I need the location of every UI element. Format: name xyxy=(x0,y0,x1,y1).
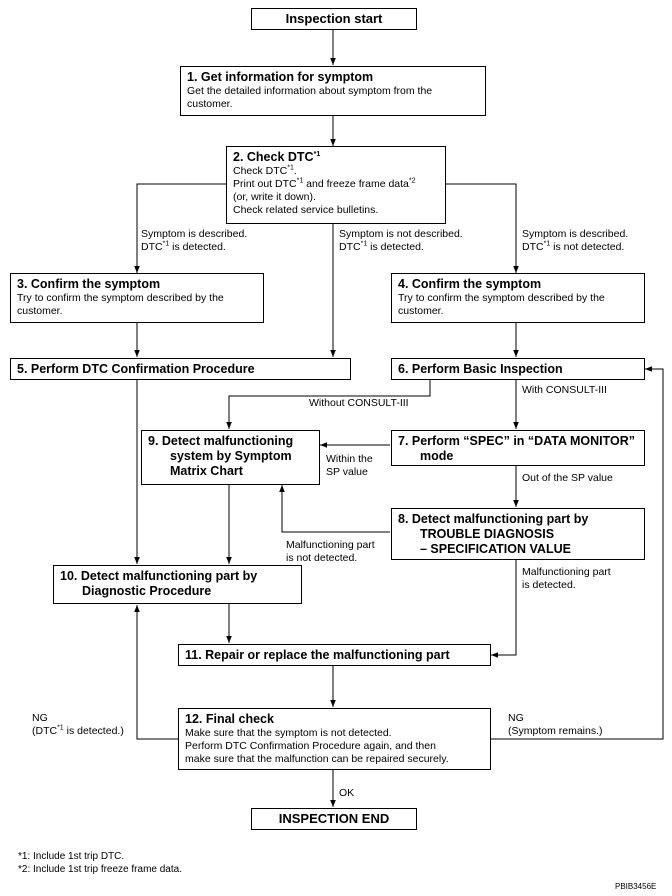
step-2-line-3: (or, write it down). xyxy=(233,191,316,203)
label-with-consult: With CONSULT-III xyxy=(522,384,607,396)
arrow-6-to-9 xyxy=(226,380,431,429)
label-within-sp-value: Within the SP value xyxy=(326,453,373,478)
step-2-box: 2. Check DTC*1 Check DTC*1. Print out DT… xyxy=(226,146,446,224)
step-2-line-1: Check DTC*1. xyxy=(233,164,297,178)
step-10-box: 10. Detect malfunctioning part by Diagno… xyxy=(53,565,302,604)
step-2-line-2: Print out DTC*1 and freeze frame data*2 xyxy=(233,177,416,191)
step-6-title: 6. Perform Basic Inspection xyxy=(398,362,563,376)
arrow-8-to-9 xyxy=(279,485,390,533)
arrow-12-ng-to-10 xyxy=(134,605,178,740)
step-3-box: 3. Confirm the symptom Try to confirm th… xyxy=(10,273,264,323)
arrow-2-to-4 xyxy=(446,183,519,273)
step-7-box: 7. Perform “SPEC” in “DATA MONITOR” mode xyxy=(391,430,645,466)
step-6-box: 6. Perform Basic Inspection xyxy=(391,358,645,380)
step-9-line-3: Matrix Chart xyxy=(170,464,243,478)
step-8-box: 8. Detect malfunctioning part by TROUBLE… xyxy=(391,508,645,560)
footnote-2: *2: Include 1st trip freeze frame data. xyxy=(18,864,182,875)
step-5-title: 5. Perform DTC Confirmation Procedure xyxy=(17,362,255,376)
step-9-line-2: system by Symptom xyxy=(170,449,292,463)
label-part-not-detected: Malfunctioning part is not detected. xyxy=(286,539,375,564)
step-10-line-1: 10. Detect malfunctioning part by xyxy=(60,569,258,583)
step-1-title: 1. Get information for symptom xyxy=(187,70,374,84)
label-without-consult: Without CONSULT-III xyxy=(309,397,409,409)
label-part-detected: Malfunctioning part is detected. xyxy=(522,566,611,591)
figure-code: PBIB3456E xyxy=(615,882,657,891)
step-3-title: 3. Confirm the symptom xyxy=(17,277,161,291)
footnote-1: *1: Include 1st trip DTC. xyxy=(18,851,125,862)
step-2-line-4: Check related service bulletins. xyxy=(233,204,379,216)
step-7-line-1: 7. Perform “SPEC” in “DATA MONITOR” xyxy=(398,434,636,448)
step-9-box: 9. Detect malfunctioning system by Sympt… xyxy=(141,430,320,485)
label-symptom-described-dtc-not-detected: Symptom is described. DTC*1 is not detec… xyxy=(522,228,629,253)
arrow-2-to-3 xyxy=(134,183,226,273)
step-9-line-1: 9. Detect malfunctioning xyxy=(148,434,294,448)
step-10-line-2: Diagnostic Procedure xyxy=(82,584,212,598)
label-symptom-described-dtc-detected: Symptom is described. DTC*1 is detected. xyxy=(141,228,248,253)
inspection-start-box: Inspection start xyxy=(251,8,417,30)
step-11-box: 11. Repair or replace the malfunctioning… xyxy=(178,644,491,666)
inspection-end-box: INSPECTION END xyxy=(251,808,417,830)
step-8-line-1: 8. Detect malfunctioning part by xyxy=(398,512,589,526)
label-ng-left: NG (DTC*1 is detected.) xyxy=(32,712,124,737)
label-ok: OK xyxy=(339,787,355,799)
step-8-line-2: TROUBLE DIAGNOSIS xyxy=(420,527,555,541)
step-7-line-2: mode xyxy=(420,449,454,463)
step-4-body: Try to confirm the symptom described by … xyxy=(398,292,605,317)
arrow-8-to-11 xyxy=(491,560,517,658)
step-12-title: 12. Final check xyxy=(185,712,274,726)
step-2-title: 2. Check DTC*1 xyxy=(233,150,321,164)
step-1-box: 1. Get information for symptom Get the d… xyxy=(180,66,486,116)
step-12-box: 12. Final check Make sure that the sympt… xyxy=(178,708,491,770)
step-4-title: 4. Confirm the symptom xyxy=(398,277,542,291)
step-4-box: 4. Confirm the symptom Try to confirm th… xyxy=(391,273,645,323)
step-12-line-2: Perform DTC Confirmation Procedure again… xyxy=(185,740,436,752)
step-12-line-1: Make sure that the symptom is not detect… xyxy=(185,727,392,739)
step-11-title: 11. Repair or replace the malfunctioning… xyxy=(185,648,450,662)
step-1-body: Get the detailed information about sympt… xyxy=(187,85,433,110)
step-3-body: Try to confirm the symptom described by … xyxy=(17,292,224,317)
label-out-of-sp-value: Out of the SP value xyxy=(522,472,613,484)
label-symptom-not-described-dtc-detected: Symptom is not described. DTC*1 is detec… xyxy=(339,228,463,253)
step-5-box: 5. Perform DTC Confirmation Procedure xyxy=(10,358,351,380)
step-8-line-3: – SPECIFICATION VALUE xyxy=(420,542,571,556)
arrow-12-ng-to-6 xyxy=(491,366,664,740)
label-ng-right: NG (Symptom remains.) xyxy=(508,712,603,737)
step-12-line-3: make sure that the malfunction can be re… xyxy=(185,753,449,765)
